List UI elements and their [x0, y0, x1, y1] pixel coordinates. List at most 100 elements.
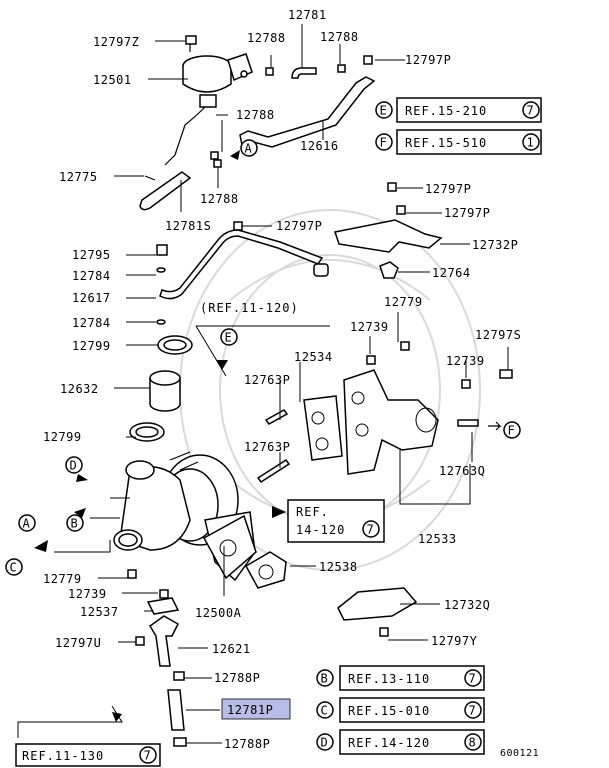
label-12763Q: 12763Q: [439, 464, 485, 478]
label-12797S: 12797S: [475, 328, 521, 342]
clamp-12788P-a: [173, 671, 185, 681]
nut-12779b: [127, 569, 137, 579]
heatshield-12732P: [334, 219, 443, 253]
label-12632: 12632: [60, 382, 99, 396]
nut-12739b: [461, 379, 471, 389]
heatshield-12732Q: [337, 587, 418, 621]
part-12764: [379, 261, 399, 279]
bolt-12797Y: [379, 627, 389, 637]
label-12784-a: 12784: [72, 269, 111, 283]
label-12797Z: 12797Z: [93, 35, 139, 49]
svg-text:E: E: [380, 104, 388, 118]
label-12781S: 12781S: [165, 219, 211, 233]
label-12534: 12534: [294, 350, 333, 364]
label-12764: 12764: [432, 266, 471, 280]
label-12788-b: 12788: [320, 30, 359, 44]
bolt-12797P-b: [387, 182, 397, 192]
clamp-12788b: [337, 64, 346, 73]
svg-text:A: A: [245, 142, 253, 156]
marker-F: F: [503, 421, 521, 439]
stud-12763P-b: [256, 458, 291, 484]
label-12739-a: 12739: [350, 320, 389, 334]
label-12781-top: 12781: [288, 8, 327, 22]
marker-E: E: [220, 328, 238, 346]
hose-12781: [291, 67, 317, 79]
label-12732P: 12732P: [472, 238, 518, 252]
svg-text:7: 7: [527, 104, 535, 118]
label-12797Y: 12797Y: [431, 634, 478, 648]
ref-box-C: C REF.15-010 7: [316, 697, 485, 723]
label-12616: 12616: [300, 139, 339, 153]
label-12788-a: 12788: [247, 31, 286, 45]
svg-text:F: F: [380, 136, 388, 150]
svg-text:A: A: [23, 517, 31, 531]
marker-A-top: A: [240, 139, 258, 157]
label-12739-b: 12739: [446, 354, 485, 368]
svg-text:REF.13-110: REF.13-110: [348, 672, 430, 686]
label-12617: 12617: [72, 291, 111, 305]
arrows: [34, 150, 502, 722]
svg-text:7: 7: [367, 523, 375, 537]
label-12775: 12775: [59, 170, 98, 184]
bolt-12797P-c: [396, 205, 406, 215]
marker-B: B: [66, 514, 84, 532]
label-12732Q: 12732Q: [444, 598, 490, 612]
label-12538: 12538: [319, 560, 358, 574]
label-12784-b: 12784: [72, 316, 111, 330]
label-12500A: 12500A: [195, 606, 242, 620]
ref-11-120: (REF.11-120): [200, 301, 299, 315]
gasket-12538: [244, 551, 287, 589]
washer-12784b: [156, 319, 166, 325]
ref-box-E: E REF.15-210 7: [375, 97, 542, 123]
svg-text:REF.15-510: REF.15-510: [405, 136, 487, 150]
svg-text:REF.11-130: REF.11-130: [22, 749, 104, 763]
hose-12632: [149, 370, 181, 412]
label-12797P-b: 12797P: [425, 182, 471, 196]
ref-box-11-130: REF.11-130 7: [15, 743, 161, 767]
marker-A-bottom: A: [18, 514, 36, 532]
label-12797U: 12797U: [55, 636, 101, 650]
label-12797P-d: 12797P: [276, 219, 322, 233]
svg-text:B: B: [71, 517, 79, 531]
ref-box-14-120: REF. 14-120 7: [287, 499, 385, 543]
svg-text:7: 7: [469, 704, 477, 718]
diagram-id: 600121: [500, 748, 539, 759]
label-12788P-b: 12788P: [224, 737, 270, 751]
label-12797P-a: 12797P: [405, 53, 451, 67]
svg-text:REF.14-120: REF.14-120: [348, 736, 430, 750]
svg-text:14-120: 14-120: [296, 523, 345, 537]
svg-text:7: 7: [144, 749, 152, 763]
bolt-12797P-a: [363, 55, 373, 65]
bolt-12795: [156, 244, 168, 256]
bolt-12797P-d: [233, 221, 243, 231]
svg-text:D: D: [70, 459, 78, 473]
clamp-12788d: [213, 159, 222, 168]
bolt-12797S: [499, 369, 513, 379]
clip-12775: [144, 175, 156, 181]
label-12763P-a: 12763P: [244, 373, 290, 387]
label-12799-b: 12799: [43, 430, 82, 444]
label-12779-a: 12779: [384, 295, 423, 309]
label-12501: 12501: [93, 73, 132, 87]
label-12763P-b: 12763P: [244, 440, 290, 454]
hose-12781S: [139, 171, 192, 211]
svg-text:REF.: REF.: [296, 505, 329, 519]
actuator-12501: [164, 53, 253, 166]
label-12788-d: 12788: [200, 192, 239, 206]
svg-text:C: C: [10, 561, 18, 575]
svg-text:7: 7: [469, 672, 477, 686]
nut-12739c: [159, 589, 169, 599]
gasket-12534: [303, 395, 343, 461]
svg-text:1: 1: [527, 136, 535, 150]
label-12533: 12533: [418, 532, 457, 546]
label-12788P-a: 12788P: [214, 671, 260, 685]
clamp-12788c: [210, 151, 219, 160]
svg-text:REF.15-210: REF.15-210: [405, 104, 487, 118]
svg-text:B: B: [321, 672, 329, 686]
clamp-12788a: [265, 67, 274, 76]
label-12781P: 12781P: [227, 703, 273, 717]
nut-12739a: [366, 355, 376, 365]
marker-D: D: [65, 456, 83, 474]
label-12739-c: 12739: [68, 587, 107, 601]
